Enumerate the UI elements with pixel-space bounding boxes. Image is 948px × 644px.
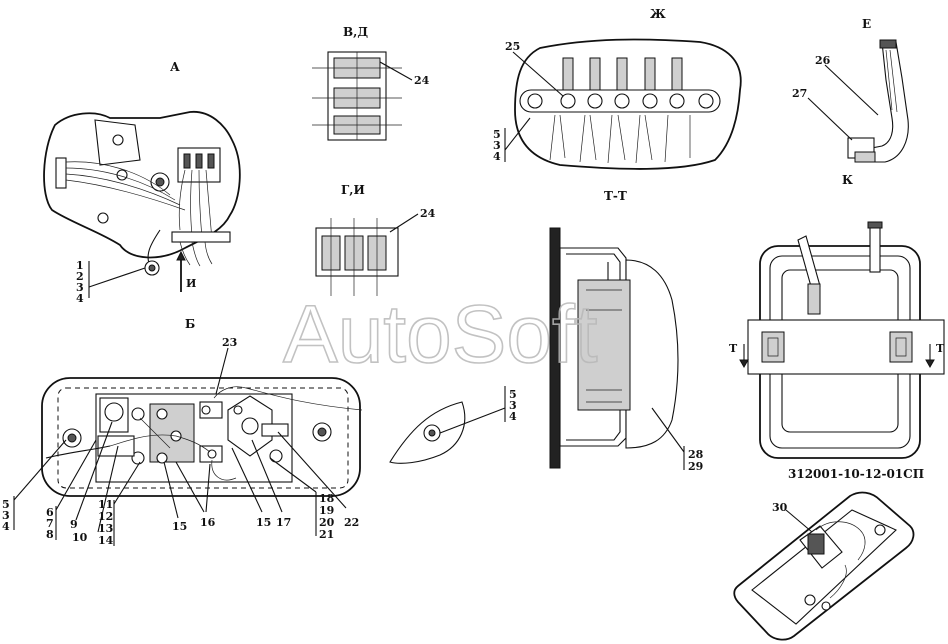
a-stack-1-4: 1 2 3 4 <box>76 259 84 305</box>
svg-text:3: 3 <box>76 281 84 294</box>
lamp-oblique-view: 30 <box>733 491 915 641</box>
callout-15-left: 15 <box>172 520 187 533</box>
callout-24-gi: 24 <box>420 207 436 220</box>
callout-22: 22 <box>344 516 359 529</box>
view-zh-title: Ж <box>650 7 666 21</box>
watermark-autosoft: AutoSoft <box>283 289 598 380</box>
detail-bracket: 5 3 4 <box>389 386 517 464</box>
svg-text:7: 7 <box>46 517 54 530</box>
svg-text:6: 6 <box>46 506 54 519</box>
view-gi: Г,И 24 <box>315 183 436 296</box>
view-a: А 1 2 3 4 И <box>43 60 241 305</box>
view-vd: В,Д 24 <box>312 25 430 141</box>
view-t-t: Т-Т 28 29 <box>549 189 704 473</box>
svg-text:13: 13 <box>98 522 113 535</box>
svg-text:12: 12 <box>98 510 113 523</box>
svg-text:5: 5 <box>2 498 10 511</box>
b-stack-11-14: 11 12 13 14 <box>98 498 114 547</box>
callout-30: 30 <box>772 501 788 514</box>
zh-stack-5-3-4: 5 3 4 <box>493 128 501 163</box>
callout-27: 27 <box>792 87 807 100</box>
svg-text:3: 3 <box>2 509 10 522</box>
view-vd-title: В,Д <box>343 25 368 39</box>
view-b: Б 23 15 16 <box>2 317 363 547</box>
document-number: 312001-10-12-01СП <box>788 467 924 481</box>
svg-text:5: 5 <box>509 388 517 401</box>
svg-text:4: 4 <box>76 292 84 305</box>
svg-text:8: 8 <box>46 528 54 541</box>
view-gi-title: Г,И <box>341 183 365 197</box>
callout-23: 23 <box>222 336 237 349</box>
callout-24-vd: 24 <box>414 74 430 87</box>
callout-17: 17 <box>276 516 291 529</box>
view-zh: Ж 25 5 3 4 <box>493 7 742 170</box>
view-b-title: Б <box>185 317 195 331</box>
callout-25: 25 <box>505 40 520 53</box>
section-t-right: Т <box>936 342 945 355</box>
b-stack-5-3-4-left: 5 3 4 <box>2 498 10 533</box>
section-t-left: Т <box>729 342 738 355</box>
view-e-k: Е К 26 27 <box>792 17 909 187</box>
callout-26: 26 <box>815 54 831 67</box>
svg-text:18: 18 <box>319 492 335 505</box>
svg-text:2: 2 <box>76 270 84 283</box>
callout-9: 9 <box>70 518 78 531</box>
svg-text:4: 4 <box>509 410 517 423</box>
section-i-label: И <box>186 277 196 290</box>
view-e-title: Е <box>862 17 871 31</box>
svg-text:3: 3 <box>509 399 517 412</box>
b-stack-6-8: 6 7 8 <box>46 506 54 541</box>
detail-stack-5-3-4: 5 3 4 <box>509 388 517 423</box>
svg-text:4: 4 <box>493 150 501 163</box>
view-k-title: К <box>842 173 853 187</box>
tt-stack-28-29: 28 29 <box>688 448 704 473</box>
svg-text:29: 29 <box>688 460 703 473</box>
svg-text:3: 3 <box>493 139 501 152</box>
svg-text:28: 28 <box>688 448 704 461</box>
svg-text:20: 20 <box>319 516 335 529</box>
svg-text:4: 4 <box>2 520 10 533</box>
lamp-plan-view: Т Т <box>729 221 945 459</box>
svg-text:14: 14 <box>98 534 114 547</box>
view-a-title: А <box>170 60 180 74</box>
svg-text:1: 1 <box>76 259 84 272</box>
view-tt-title: Т-Т <box>604 189 627 203</box>
callout-15-right: 15 <box>256 516 271 529</box>
callout-10: 10 <box>72 531 88 544</box>
svg-text:21: 21 <box>319 528 334 541</box>
svg-text:19: 19 <box>319 504 334 517</box>
b-stack-18-21: 18 19 20 21 <box>319 492 335 541</box>
svg-text:11: 11 <box>98 498 113 511</box>
callout-16: 16 <box>200 516 216 529</box>
svg-text:5: 5 <box>493 128 501 141</box>
